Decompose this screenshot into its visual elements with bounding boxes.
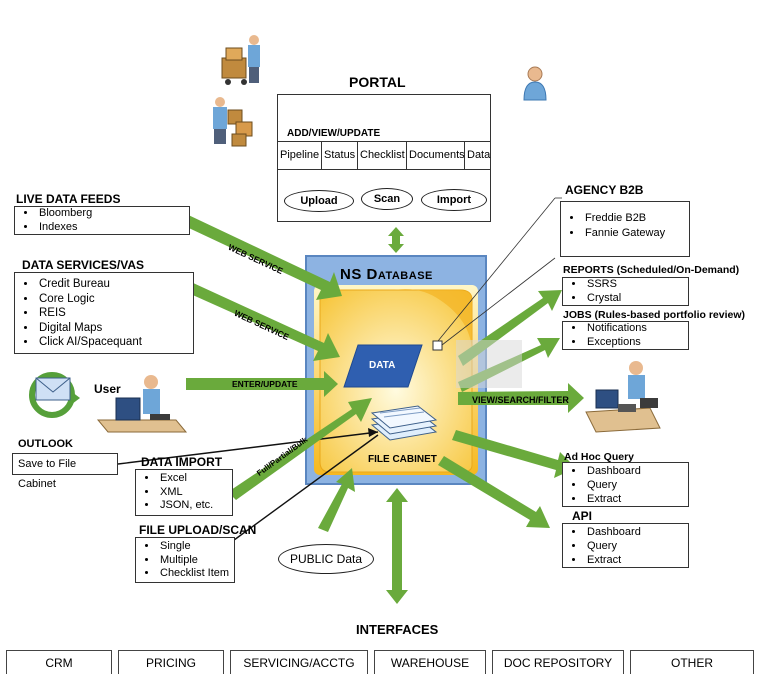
- data-label: DATA: [369, 360, 396, 371]
- list-item: XML: [158, 486, 232, 500]
- list-item: Bloomberg: [37, 207, 189, 221]
- tab-checklist[interactable]: Checklist: [360, 149, 405, 161]
- api-list: Dashboard Query Extract: [562, 523, 689, 568]
- list-item: Extract: [585, 492, 688, 506]
- list-item: Query: [585, 478, 688, 492]
- adhoc-title: Ad Hoc Query: [564, 451, 635, 463]
- data-services-list: Credit Bureau Core Logic REIS Digital Ma…: [14, 272, 194, 354]
- shopper-cart-icon: [221, 35, 260, 85]
- interface-doc-repository[interactable]: DOC REPOSITORY: [492, 650, 624, 674]
- list-item: REIS: [37, 306, 193, 321]
- scan-button[interactable]: Scan: [361, 188, 413, 210]
- outlook-title: OUTLOOK: [18, 438, 73, 450]
- file-upload-list: Single Multiple Checklist Item: [135, 537, 235, 583]
- interface-pricing[interactable]: PRICING: [118, 650, 224, 674]
- data-services-title: DATA SERVICES/VAS: [22, 258, 145, 272]
- tab-status[interactable]: Status: [324, 149, 356, 161]
- list-item: Multiple: [158, 554, 234, 568]
- list-item: SSRS: [585, 278, 688, 292]
- interface-warehouse[interactable]: WAREHOUSE: [374, 650, 486, 674]
- reports-list: SSRS Crystal: [562, 277, 689, 306]
- data-import-title: DATA IMPORT: [141, 455, 223, 469]
- list-item: Notifications: [585, 322, 688, 336]
- worker-boxes-icon: [213, 97, 253, 147]
- list-item: Excel: [158, 472, 232, 486]
- agency-list: Freddie B2B Fannie Gateway: [560, 201, 690, 257]
- user-desk-icon: [96, 375, 188, 433]
- interface-crm[interactable]: CRM: [6, 650, 112, 674]
- public-data-ellipse: PUBLIC Data: [278, 544, 374, 574]
- jobs-list: Notifications Exceptions: [562, 321, 689, 350]
- user-label: User: [94, 382, 121, 396]
- person-icon: [523, 66, 547, 101]
- portal-tab-bar: Pipeline Status Checklist Documents Data: [278, 141, 490, 170]
- list-item: Dashboard: [585, 464, 688, 478]
- list-item: Core Logic: [37, 292, 193, 307]
- save-to-file-cabinet[interactable]: Save to File Cabinet: [12, 453, 118, 490]
- data-import-list: Excel XML JSON, etc.: [135, 469, 233, 516]
- portal-panel: ADD/VIEW/UPDATE Pipeline Status Checklis…: [277, 94, 491, 222]
- data-shape: [343, 344, 423, 388]
- interfaces-title: INTERFACES: [356, 622, 439, 637]
- api-title: API: [572, 509, 593, 523]
- list-item: Dashboard: [585, 525, 688, 539]
- view-search-filter-label: VIEW/SEARCH/FILTER: [472, 395, 569, 405]
- interface-other[interactable]: OTHER: [630, 650, 754, 674]
- enter-update-label: ENTER/UPDATE: [232, 379, 298, 389]
- tab-documents[interactable]: Documents: [409, 149, 465, 161]
- portal-title: PORTAL: [349, 74, 406, 90]
- live-feeds-title: LIVE DATA FEEDS: [16, 192, 121, 206]
- list-item: JSON, etc.: [158, 499, 232, 513]
- list-item: Checklist Item: [158, 567, 234, 581]
- file-cabinet-label: FILE CABINET: [368, 454, 437, 465]
- outlook-envelope-icon: [29, 372, 80, 418]
- upload-button[interactable]: Upload: [284, 190, 354, 212]
- list-item: Crystal: [585, 292, 688, 306]
- list-item: Fannie Gateway: [583, 226, 689, 241]
- tab-data[interactable]: Data: [467, 149, 491, 161]
- agency-title: AGENCY B2B: [565, 183, 644, 197]
- tab-pipeline[interactable]: Pipeline: [280, 149, 320, 161]
- list-item: Freddie B2B: [583, 211, 689, 226]
- list-item: Credit Bureau: [37, 277, 193, 292]
- list-item: Indexes: [37, 221, 189, 235]
- file-upload-title: FILE UPLOAD/SCAN: [139, 523, 257, 537]
- import-button[interactable]: Import: [421, 189, 487, 211]
- reports-title: REPORTS (Scheduled/On-Demand): [563, 264, 740, 276]
- list-item: Click AI/Spacequant: [37, 335, 193, 350]
- adhoc-list: Dashboard Query Extract: [562, 462, 689, 507]
- list-item: Digital Maps: [37, 321, 193, 336]
- list-item: Exceptions: [585, 336, 688, 350]
- list-item: Extract: [585, 553, 688, 567]
- file-cabinet-icon: [370, 405, 438, 441]
- database-title: NS Database: [340, 266, 433, 283]
- list-item: Single: [158, 540, 234, 554]
- interface-servicing[interactable]: SERVICING/ACCTG: [230, 650, 368, 674]
- analyst-desk-icon: [585, 361, 661, 433]
- portal-subtitle: ADD/VIEW/UPDATE: [287, 128, 381, 139]
- jobs-title: JOBS (Rules-based portfolio review): [563, 309, 746, 321]
- live-feeds-list: Bloomberg Indexes: [14, 206, 190, 235]
- agency-connector: [432, 340, 443, 351]
- list-item: Query: [585, 539, 688, 553]
